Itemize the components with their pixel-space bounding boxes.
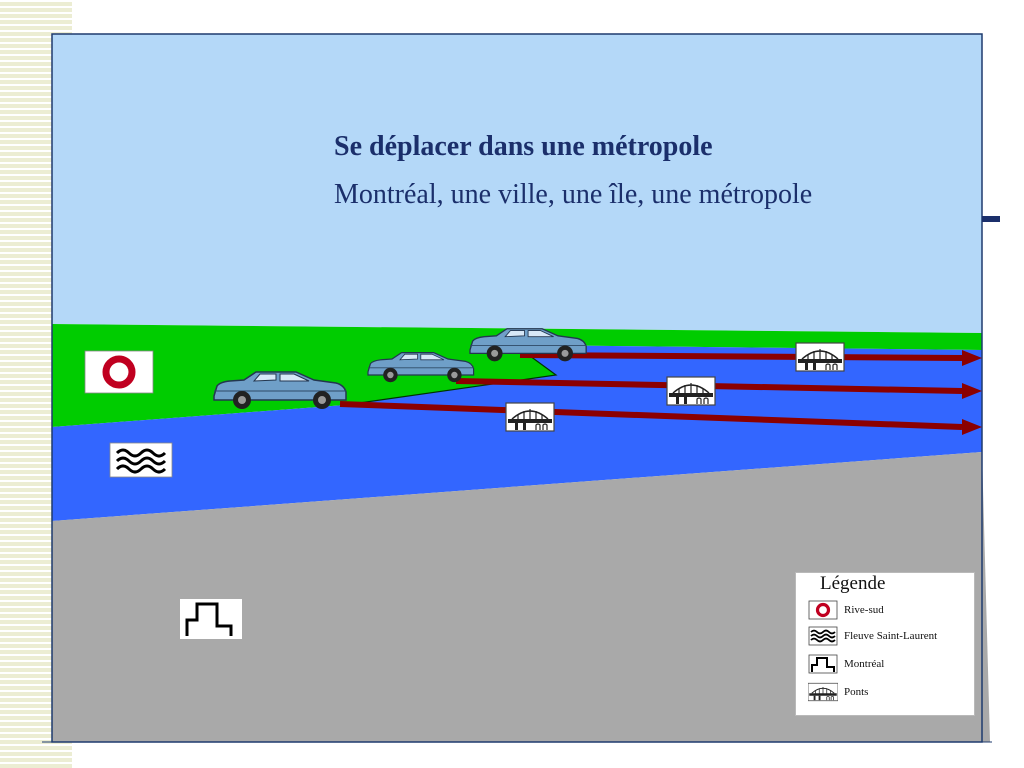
bridge-icon xyxy=(808,682,838,702)
legend-label: Fleuve Saint-Laurent xyxy=(844,630,938,642)
stepped-outline-icon xyxy=(808,654,838,674)
legend-label: Rive-sud xyxy=(844,604,884,616)
title-block: Se déplacer dans une métropole Montréal,… xyxy=(334,130,974,212)
sky-area xyxy=(52,34,982,333)
rive-sud-land xyxy=(52,324,982,427)
legend-item-fleuve: Fleuve Saint-Laurent xyxy=(808,625,937,647)
legend-item-montreal: Montréal xyxy=(808,653,884,675)
bridge-icon xyxy=(666,376,716,406)
legend: Légende Rive-sud Fleuve Saint-Laurent Mo… xyxy=(795,572,975,716)
montreal-land xyxy=(52,452,990,742)
bridge-icon xyxy=(505,402,555,432)
route-arrow xyxy=(339,401,982,435)
waves-icon xyxy=(808,626,838,646)
legend-title: Légende xyxy=(820,573,886,594)
montreal-symbol xyxy=(180,599,242,639)
legend-label: Montréal xyxy=(844,658,885,670)
route-arrow xyxy=(519,350,982,366)
dash-mark xyxy=(982,216,1000,222)
bridge-icon xyxy=(795,342,845,372)
ring-icon xyxy=(808,600,838,620)
rive-sud-symbol xyxy=(84,350,154,394)
slide-title: Se déplacer dans une métropole xyxy=(334,131,713,162)
legend-label: Ponts xyxy=(844,686,869,698)
legend-item-rive-sud: Rive-sud xyxy=(808,599,884,621)
fleuve-symbol xyxy=(109,442,173,478)
slide-subtitle: Montréal, une ville, une île, une métrop… xyxy=(334,179,813,210)
legend-item-ponts: Ponts xyxy=(808,681,868,703)
